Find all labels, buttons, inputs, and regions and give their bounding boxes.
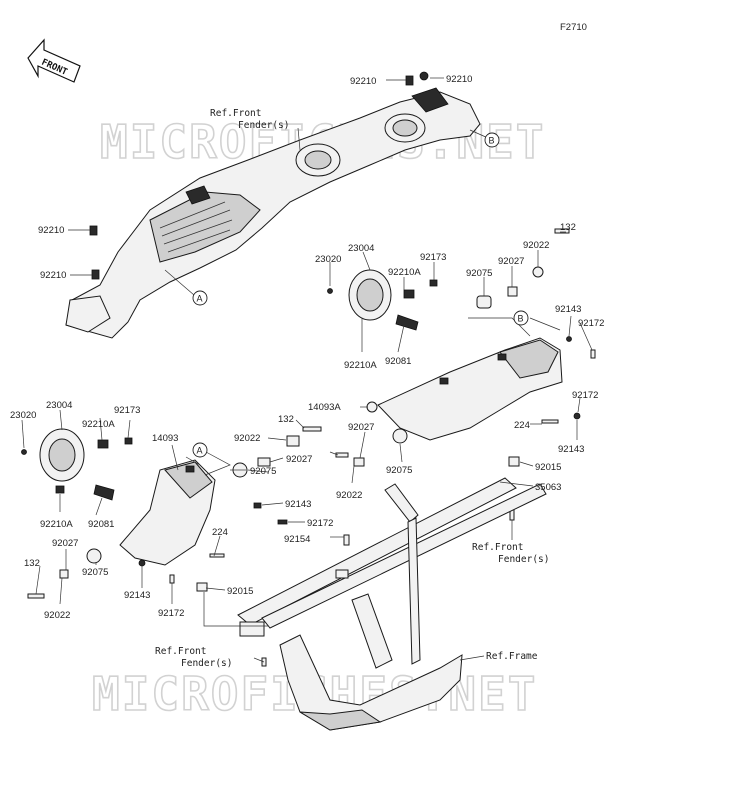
right-headlight	[327, 269, 438, 331]
label-132: 132	[560, 222, 576, 233]
label-92172: 92172	[578, 318, 604, 329]
reference-labels: Ref.Front Fender(s) Ref.Front Fender(s) …	[155, 108, 549, 669]
label-132: 132	[24, 558, 40, 569]
label-224: 224	[514, 420, 530, 431]
ref-frame: Ref.Frame	[486, 651, 538, 662]
front-arrow-icon: FRONT	[27, 38, 81, 83]
label-92143: 92143	[285, 499, 311, 510]
label-92027: 92027	[286, 454, 312, 465]
label-92210a: 92210A	[344, 360, 377, 371]
label-92081: 92081	[88, 519, 114, 530]
svg-text:B: B	[489, 136, 495, 146]
label-92173: 92173	[420, 252, 446, 263]
label-92022: 92022	[336, 490, 362, 501]
label-92143: 92143	[555, 304, 581, 315]
left-bracket-assembly	[27, 459, 225, 599]
label-92027: 92027	[52, 538, 78, 549]
label-14093a: 14093A	[308, 402, 341, 413]
label-92075: 92075	[466, 268, 492, 279]
label-92143: 92143	[558, 444, 584, 455]
ref-front-fender-top-2: Fender(s)	[238, 120, 289, 131]
label-92210a: 92210A	[82, 419, 115, 430]
label-92172: 92172	[572, 390, 598, 401]
label-92022: 92022	[234, 433, 260, 444]
ref-front-fender-bottom-2: Fender(s)	[181, 658, 232, 669]
label-132: 132	[278, 414, 294, 425]
ref-front-fender-right-2: Fender(s)	[498, 554, 549, 565]
label-23004: 23004	[46, 400, 72, 411]
label-92210: 92210	[350, 76, 376, 87]
callout-a-top: A	[164, 269, 208, 306]
label-92172: 92172	[307, 518, 333, 529]
ref-front-fender-top: Ref.Front	[210, 108, 261, 119]
label-23020: 23020	[10, 410, 36, 421]
svg-text:B: B	[518, 314, 524, 324]
figure-code: F2710	[560, 22, 587, 33]
label-92210: 92210	[446, 74, 472, 85]
leader-lines	[21, 77, 593, 663]
frame-assembly	[237, 477, 547, 731]
left-headlight	[21, 428, 133, 501]
svg-text:A: A	[197, 294, 203, 304]
middle-hardware	[232, 426, 408, 546]
label-92075: 92075	[82, 567, 108, 578]
label-92173: 92173	[114, 405, 140, 416]
front-fender-assembly	[65, 71, 481, 339]
right-hardware	[476, 228, 596, 521]
label-23020: 23020	[315, 254, 341, 265]
label-92210a: 92210A	[40, 519, 73, 530]
label-92022: 92022	[44, 610, 70, 621]
label-92081: 92081	[385, 356, 411, 367]
label-224: 224	[212, 527, 228, 538]
part-labels: 92210 92210 92210 92210 23020 23004 9217…	[10, 74, 604, 621]
label-92015: 92015	[535, 462, 561, 473]
label-92154: 92154	[284, 534, 310, 545]
svg-text:A: A	[197, 446, 203, 456]
label-92075: 92075	[386, 465, 412, 476]
callout-b-right: B	[468, 310, 561, 337]
callout-b-top: B	[469, 129, 500, 148]
label-92172: 92172	[158, 608, 184, 619]
label-92143: 92143	[124, 590, 150, 601]
label-35063: 35063	[535, 482, 561, 493]
ref-front-fender-bottom: Ref.Front	[155, 646, 206, 657]
label-92027: 92027	[498, 256, 524, 267]
label-92022: 92022	[523, 240, 549, 251]
label-23004: 23004	[348, 243, 374, 254]
ref-front-fender-right: Ref.Front	[472, 542, 523, 553]
right-bracket-assembly	[366, 337, 563, 441]
label-92075: 92075	[250, 466, 276, 477]
label-92027: 92027	[348, 422, 374, 433]
label-92210: 92210	[38, 225, 64, 236]
label-92210a: 92210A	[388, 267, 421, 278]
label-14093: 14093	[152, 433, 178, 444]
label-92015: 92015	[227, 586, 253, 597]
label-92210: 92210	[40, 270, 66, 281]
callout-a-left: A	[192, 442, 231, 476]
